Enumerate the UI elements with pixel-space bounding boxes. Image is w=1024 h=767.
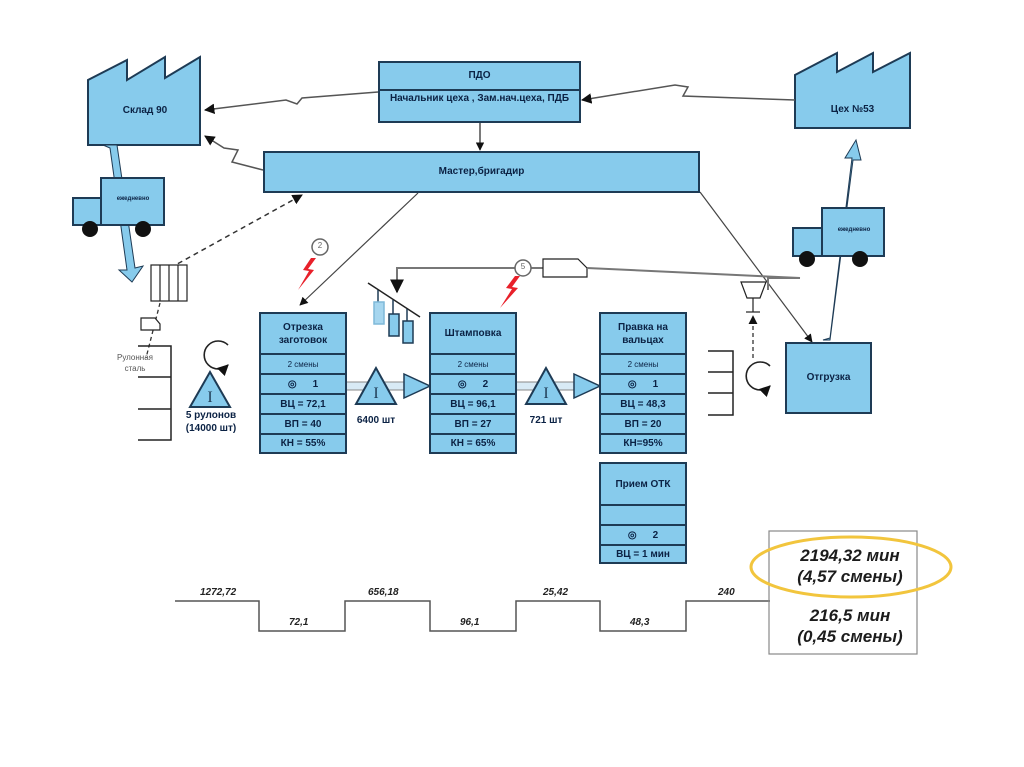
- operator-icon: ◎: [627, 378, 637, 390]
- process-vp: ВП = 20: [601, 413, 685, 433]
- timeline-process-1: 72,1: [289, 617, 309, 628]
- svg-text:I: I: [207, 389, 212, 406]
- process-cycle-time: ВЦ = 48,3: [601, 393, 685, 413]
- operator-count: 1: [652, 378, 659, 390]
- warehouse-label: Склад 90: [122, 105, 168, 116]
- process-operators: ◎1: [261, 373, 345, 393]
- process-shifts: 2 смены: [261, 353, 345, 373]
- inventory-label-2: 6400 шт: [356, 415, 396, 426]
- info-flow-pdo-to-warehouse: [203, 91, 379, 115]
- total-process-time: 216,5 мин (0,45 смены): [770, 605, 930, 647]
- master-to-shipping-arrow: [699, 191, 813, 343]
- total-lead-time-shifts: (4,57 смены): [797, 567, 903, 586]
- process-box-stamping: Штамповка 2 смены ◎2 ВЦ = 96,1 ВП = 27 К…: [429, 312, 517, 454]
- kanban-post-bar: [367, 282, 421, 318]
- supermarket-icon: [150, 264, 188, 302]
- process-operators: ◎1: [601, 373, 685, 393]
- total-process-time-shifts: (0,45 смены): [797, 627, 903, 646]
- operator-count: 2: [482, 378, 489, 390]
- process-kn: КН=95%: [601, 433, 685, 452]
- shipping-label: Отгрузка: [806, 372, 851, 383]
- signal-kanban-line: [767, 277, 800, 290]
- inventory-label-3: 721 шт: [529, 415, 563, 426]
- timeline-wait-2: 656,18: [368, 587, 399, 598]
- timeline-process-2: 96,1: [460, 617, 480, 628]
- total-lead-time: 2194,32 мин (4,57 смены): [770, 545, 930, 587]
- pdo-box: ПДО Начальник цеха , Зам.нач.цеха, ПДБ: [378, 61, 581, 123]
- withdrawal-kanban-icon: [140, 317, 161, 331]
- load-leveling-icon: [740, 281, 767, 299]
- shipping-rack: [708, 350, 734, 416]
- raw-material-rack: [138, 345, 172, 441]
- process-kn: КН = 55%: [261, 433, 345, 452]
- process-shifts: [601, 504, 685, 524]
- master-box: Мастер,бригадир: [263, 151, 700, 193]
- timeline-wait-4: 240: [718, 587, 735, 598]
- svg-text:I: I: [543, 385, 548, 402]
- process-kn: КН = 65%: [431, 433, 515, 452]
- process-name: Штамповка: [444, 328, 502, 339]
- process-box-straightening: Правка на вальцах 2 смены ◎1 ВЦ = 48,3 В…: [599, 312, 687, 454]
- inventory-triangle-icon-3: I: [524, 365, 568, 405]
- info-flow-master-to-warehouse: [204, 135, 264, 171]
- inventory-triangle-icon-2: I: [354, 365, 398, 405]
- process-shifts: 2 смены: [601, 353, 685, 373]
- kanban-cards-icon: [373, 290, 414, 344]
- total-lead-time-minutes: 2194,32 мин: [800, 546, 900, 565]
- process-name: Правка на вальцах: [618, 321, 668, 346]
- operator-icon: ◎: [287, 378, 297, 390]
- workshop-label: Цех №53: [830, 104, 875, 115]
- schedule-loop-icon-left: [203, 340, 229, 377]
- process-operators: ◎2: [431, 373, 515, 393]
- lead-time-highlight: [749, 535, 953, 599]
- signal-kanban-icon: [542, 258, 588, 278]
- pdo-subtitle: Начальник цеха , Зам.нач.цеха, ПДБ: [389, 93, 570, 104]
- supermarket-to-master-dashed: [169, 194, 303, 269]
- inventory-triangle-icon-1: I: [188, 369, 232, 408]
- process-operators: ◎2: [601, 524, 685, 544]
- process-cycle-time: ВЦ = 72,1: [261, 393, 345, 413]
- process-name: Отрезка заготовок: [278, 321, 328, 346]
- operator-icon: ◎: [627, 529, 637, 541]
- timeline-wait-3: 25,42: [543, 587, 569, 598]
- timeline-line: [175, 600, 770, 632]
- timeline-wait-1: 1272,72: [200, 587, 237, 598]
- kaizen-number-1: 2: [317, 241, 323, 250]
- summary-box: [768, 530, 918, 655]
- signal-line-to-post: [390, 267, 543, 294]
- truck-left-icon: [72, 177, 165, 237]
- timeline-process-3: 48,3: [630, 617, 650, 628]
- process-vp: ВП = 40: [261, 413, 345, 433]
- inventory-label-1: 5 рулонов (14000 шт): [185, 410, 237, 434]
- process-name: Прием ОТК: [615, 478, 671, 490]
- master-label: Мастер,бригадир: [438, 166, 525, 177]
- total-process-time-minutes: 216,5 мин: [809, 606, 891, 625]
- kaizen-burst-icon-2: [500, 259, 532, 308]
- process-cycle-time: ВЦ = 1 мин: [601, 544, 685, 562]
- warehouse-factory-icon: [87, 55, 201, 146]
- truck-right-icon: [792, 207, 885, 267]
- operator-count: 1: [312, 378, 319, 390]
- pdo-title: ПДО: [380, 63, 579, 91]
- info-flow-workshop-to-pdo: [580, 84, 796, 104]
- raw-material-label: Рулонная сталь: [117, 353, 153, 373]
- workshop-factory-icon: [794, 51, 911, 129]
- kaizen-number-2: 5: [520, 262, 526, 271]
- truck-left-label: ежедневно: [116, 196, 150, 202]
- kaizen-burst-icon-1: [298, 238, 329, 290]
- process-vp: ВП = 27: [431, 413, 515, 433]
- operator-count: 2: [652, 529, 659, 541]
- master-to-cutting-arrow: [299, 192, 419, 306]
- operator-icon: ◎: [457, 378, 467, 390]
- svg-text:I: I: [373, 385, 378, 402]
- schedule-loop-icon-right: [745, 361, 771, 398]
- shipping-box: Отгрузка: [785, 342, 872, 414]
- process-box-qc: Прием ОТК ◎2 ВЦ = 1 мин: [599, 462, 687, 564]
- truck-right-label: ежедневно: [837, 227, 871, 233]
- process-cycle-time: ВЦ = 96,1: [431, 393, 515, 413]
- process-box-cutting: Отрезка заготовок 2 смены ◎1 ВЦ = 72,1 В…: [259, 312, 347, 454]
- process-shifts: 2 смены: [431, 353, 515, 373]
